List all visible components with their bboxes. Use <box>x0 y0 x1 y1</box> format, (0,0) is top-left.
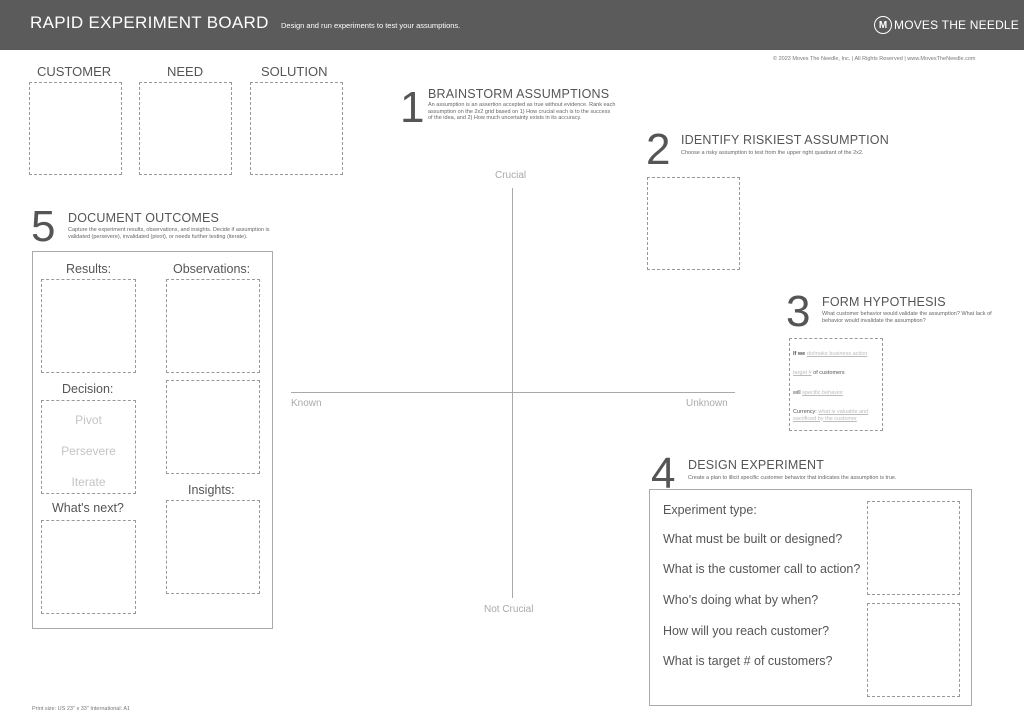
experiment-design-panel: Experiment type: What must be built or d… <box>649 489 972 706</box>
section-1-number: 1 <box>400 83 425 132</box>
results-label: Results: <box>66 262 112 276</box>
section-3-number: 3 <box>786 287 811 336</box>
hypothesis-line-4: Currency: what is valuable and sacrifice… <box>793 409 869 422</box>
section-5-number: 5 <box>31 202 56 251</box>
solution-box[interactable] <box>250 82 343 175</box>
customer-box[interactable] <box>29 82 122 175</box>
decision-box[interactable]: Pivot Persevere Iterate <box>41 400 136 494</box>
axis-label-known: Known <box>291 398 322 409</box>
axis-label-crucial: Crucial <box>495 170 527 181</box>
decision-option-persevere[interactable]: Persevere <box>61 444 116 458</box>
hypothesis-card[interactable]: If we do/make business action target # o… <box>789 338 883 431</box>
build-design-question: What must be built or designed? <box>663 532 843 546</box>
call-to-action-question: What is the customer call to action? <box>663 562 861 576</box>
hypothesis-line-3: will specific behavior <box>793 390 844 396</box>
company-logo: M MOVES THE NEEDLE <box>874 14 1019 36</box>
section-2-desc: Choose a risky assumption to test from t… <box>681 150 864 156</box>
experiment-note-box-2[interactable] <box>867 603 960 697</box>
header-bar <box>0 0 1024 50</box>
print-size-note: Print size: US 23" x 33" International: … <box>32 706 131 712</box>
solution-label: SOLUTION <box>261 64 328 79</box>
observations-box-1[interactable] <box>166 279 260 373</box>
section-2-title: IDENTIFY RISKIEST ASSUMPTION <box>681 133 889 147</box>
section-3-desc: What customer behavior would validate th… <box>822 311 992 324</box>
whats-next-label: What's next? <box>52 501 124 515</box>
hypothesis-line-2: target # of customers <box>793 370 845 376</box>
experiment-type-label: Experiment type: <box>663 503 757 517</box>
section-2-number: 2 <box>646 125 671 174</box>
section-5-desc: Capture the experiment results, observat… <box>68 227 270 240</box>
need-label: NEED <box>167 64 204 79</box>
outcomes-panel: Results: Observations: Decision: Pivot P… <box>32 251 273 629</box>
board-subtitle: Design and run experiments to test your … <box>281 21 461 30</box>
section-1-desc: An assumption is an assertion accepted a… <box>428 102 616 121</box>
section-4-title: DESIGN EXPERIMENT <box>688 458 825 472</box>
section-1-title: BRAINSTORM ASSUMPTIONS <box>428 87 610 101</box>
target-customers-question: What is target # of customers? <box>663 654 833 668</box>
reach-customer-question: How will you reach customer? <box>663 624 830 638</box>
hypothesis-line-1: If we do/make business action <box>793 351 868 357</box>
board-title: RAPID EXPERIMENT BOARD <box>30 13 269 32</box>
observations-box-2[interactable] <box>166 380 260 474</box>
decision-option-iterate[interactable]: Iterate <box>71 475 106 489</box>
horizontal-axis <box>291 392 735 393</box>
insights-box[interactable] <box>166 500 260 594</box>
section-4-number: 4 <box>651 449 676 498</box>
riskiest-assumption-box[interactable] <box>647 177 740 270</box>
axis-label-unknown: Unknown <box>686 398 728 409</box>
section-4-desc: Create a plan to illicit specific custom… <box>688 475 897 481</box>
experiment-note-box-1[interactable] <box>867 501 960 595</box>
copyright-notice: © 2023 Moves The Needle, Inc. | All Righ… <box>773 56 976 62</box>
section-3-title: FORM HYPOTHESIS <box>822 295 946 309</box>
logo-text: MOVES THE NEEDLE <box>894 18 1020 32</box>
results-box[interactable] <box>41 279 136 373</box>
vertical-axis <box>512 188 513 598</box>
observations-label: Observations: <box>173 262 251 276</box>
insights-label: Insights: <box>188 483 235 497</box>
decision-option-pivot[interactable]: Pivot <box>75 413 102 427</box>
whats-next-box[interactable] <box>41 520 136 614</box>
decision-label: Decision: <box>62 382 114 396</box>
axis-label-not-crucial: Not Crucial <box>484 604 534 615</box>
needle-logo-icon: M <box>874 16 892 34</box>
customer-label: CUSTOMER <box>37 64 112 79</box>
section-5-title: DOCUMENT OUTCOMES <box>68 211 220 225</box>
who-what-when-question: Who's doing what by when? <box>663 593 819 607</box>
need-box[interactable] <box>139 82 232 175</box>
